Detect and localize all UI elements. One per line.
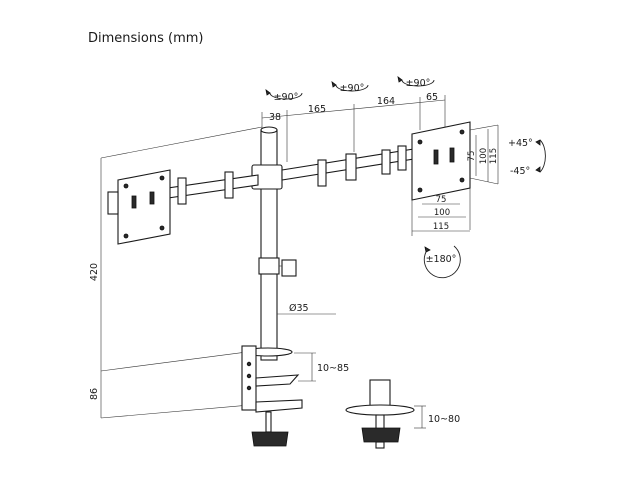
grommet-range-label: 10~80 <box>428 414 460 425</box>
rotation-indicator-middle: ±90° <box>331 81 369 94</box>
height-label-420: 420 <box>89 263 100 281</box>
arm-dim-165: 165 <box>308 104 326 115</box>
vesa-horizontal-dims: 75 100 115 <box>411 188 471 236</box>
pole-diameter: Ø35 <box>277 303 336 315</box>
rotation-label-right: ±90° <box>406 78 431 89</box>
rotation-label-left: ±90° <box>274 92 299 103</box>
vesa-h100: 100 <box>434 208 450 218</box>
arm-dim-164: 164 <box>377 96 395 107</box>
vesa-vertical-dims: 75 100 115 <box>467 124 499 185</box>
right-vesa-plate <box>411 121 471 201</box>
arm-dim-38: 38 <box>269 112 281 123</box>
diagram-title: Dimensions (mm) <box>88 31 203 46</box>
height-dimension-420: 420 <box>89 126 263 372</box>
arm-dimension-line: 38 165 164 65 <box>261 92 446 162</box>
arm-assembly <box>167 145 421 205</box>
vesa-v100: 100 <box>479 148 489 164</box>
plate-rotation-indicator: ±180° <box>423 245 461 279</box>
height-label-86: 86 <box>89 388 100 400</box>
tilt-down-label: -45° <box>510 166 530 177</box>
vesa-v115: 115 <box>489 148 499 164</box>
clamp-range-dimension: 10~85 <box>294 352 349 382</box>
rotation-label-middle: ±90° <box>340 83 365 94</box>
grommet-range-dimension: 10~80 <box>414 405 460 429</box>
left-vesa-plate <box>107 169 171 245</box>
desk-clamp <box>241 345 303 447</box>
rotation-indicator-right: ±90° <box>397 76 435 89</box>
arm-dim-65: 65 <box>426 92 438 103</box>
plate-rotation-label: ±180° <box>426 254 457 265</box>
tilt-indicator: +45° -45° <box>508 138 546 177</box>
tilt-up-label: +45° <box>508 138 533 149</box>
vesa-h115: 115 <box>433 222 449 232</box>
rotation-indicator-left: ±90° <box>265 89 303 103</box>
pole-diameter-label: Ø35 <box>289 303 309 314</box>
height-dimension-86: 86 <box>89 371 263 419</box>
vesa-v75: 75 <box>467 151 477 162</box>
grommet-mount <box>345 379 415 449</box>
vesa-h75: 75 <box>436 195 447 205</box>
pole <box>258 126 297 361</box>
clamp-range-label: 10~85 <box>317 363 349 374</box>
